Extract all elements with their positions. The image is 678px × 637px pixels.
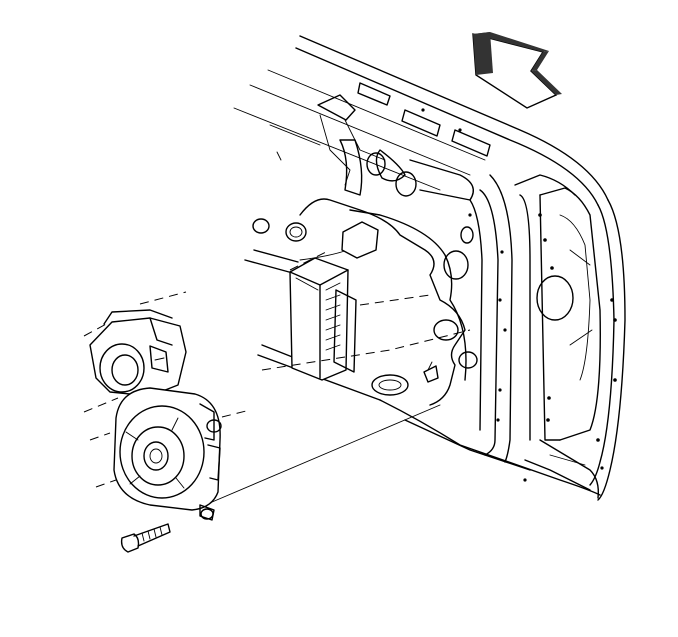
door-inner-panel	[233, 35, 609, 496]
direction-arrow-icon	[472, 32, 562, 109]
speaker-assembly	[89, 309, 222, 521]
control-module	[289, 221, 379, 381]
door-frame	[421, 108, 626, 501]
screw-icon	[120, 523, 171, 553]
